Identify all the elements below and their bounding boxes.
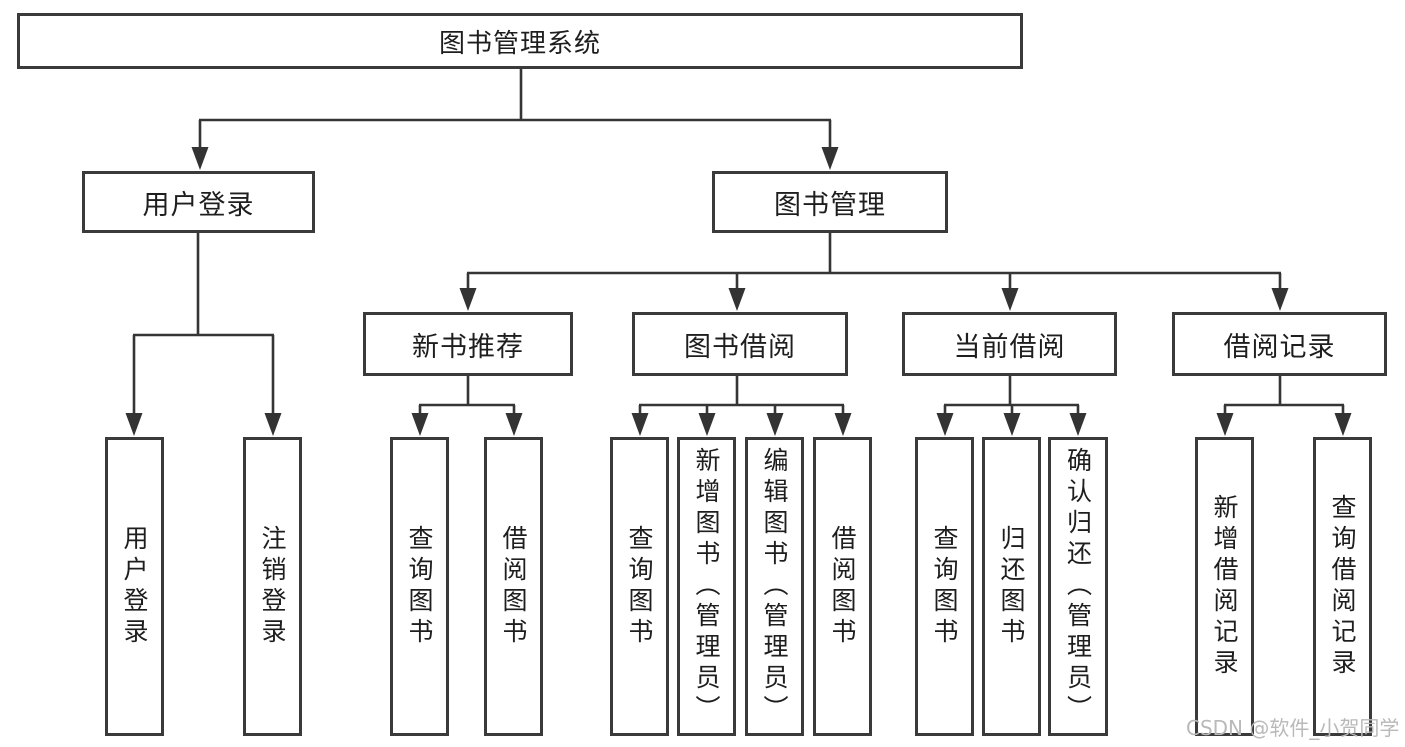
leaf-add-borrow-record: 新增借阅记录 [1195,437,1254,736]
leaf-search-books-recommend-label: 查询图书 [405,524,434,649]
leaf-borrow-books: 借阅图书 [813,437,872,736]
leaf-search-borrow-record: 查询借阅记录 [1313,437,1372,736]
leaf-add-borrow-record-label: 新增借阅记录 [1210,493,1239,680]
leaf-confirm-return-admin: 确认归还（管理员） [1048,437,1108,736]
node-user-login-label: 用户登录 [142,189,255,221]
node-book-borrowing: 图书借阅 [632,312,848,376]
leaf-confirm-return-admin-label: 确认归还（管理员） [1063,447,1093,726]
csdn-watermark: CSDN @软件_小贺同学 [1186,716,1400,740]
leaf-return-books: 归还图书 [982,437,1041,736]
connector-current-borrowing-group [936,375,1087,436]
leaf-edit-books-admin: 编辑图书（管理员） [745,437,804,736]
leaf-logout: 注销登录 [243,437,302,736]
connector-user-login-branch [125,232,282,436]
leaf-edit-books-admin-label: 编辑图书（管理员） [760,447,789,726]
node-current-borrowing: 当前借阅 [902,312,1117,376]
connector-new-book-recommend-group [411,375,523,436]
node-borrow-records-label: 借阅记录 [1223,331,1336,363]
connector-root-to-level2 [191,69,839,170]
node-new-book-recommend: 新书推荐 [363,312,573,376]
leaf-search-books-current-label: 查询图书 [930,524,959,649]
leaf-borrow-books-label: 借阅图书 [828,524,857,649]
leaf-user-login-label: 用户登录 [120,524,149,649]
node-borrow-records: 借阅记录 [1172,312,1387,376]
connector-book-borrowing-group [631,375,852,436]
leaf-search-books-borrowing: 查询图书 [610,437,669,736]
connector-book-management-branch [459,232,1289,311]
node-book-borrowing-label: 图书借阅 [684,331,796,363]
node-new-book-recommend-label: 新书推荐 [412,331,524,363]
leaf-add-books-admin: 新增图书（管理员） [677,437,736,736]
leaf-search-borrow-record-label: 查询借阅记录 [1328,493,1357,680]
leaf-search-books-current: 查询图书 [915,437,974,736]
node-user-login: 用户登录 [82,171,315,233]
leaf-return-books-label: 归还图书 [997,524,1026,649]
node-root: 图书管理系统 [17,13,1023,69]
leaf-search-books-borrowing-label: 查询图书 [625,524,654,649]
node-current-borrowing-label: 当前借阅 [953,331,1066,363]
node-book-management-label: 图书管理 [774,189,886,221]
leaf-borrow-books-recommend: 借阅图书 [484,437,543,736]
leaf-search-books-recommend: 查询图书 [390,437,449,736]
leaf-user-login: 用户登录 [105,437,164,736]
node-book-management: 图书管理 [712,171,948,233]
node-root-label: 图书管理系统 [438,28,601,59]
leaf-add-books-admin-label: 新增图书（管理员） [692,447,721,726]
leaf-logout-label: 注销登录 [258,524,287,649]
connector-borrow-records-group [1216,375,1352,436]
leaf-borrow-books-recommend-label: 借阅图书 [499,524,528,649]
